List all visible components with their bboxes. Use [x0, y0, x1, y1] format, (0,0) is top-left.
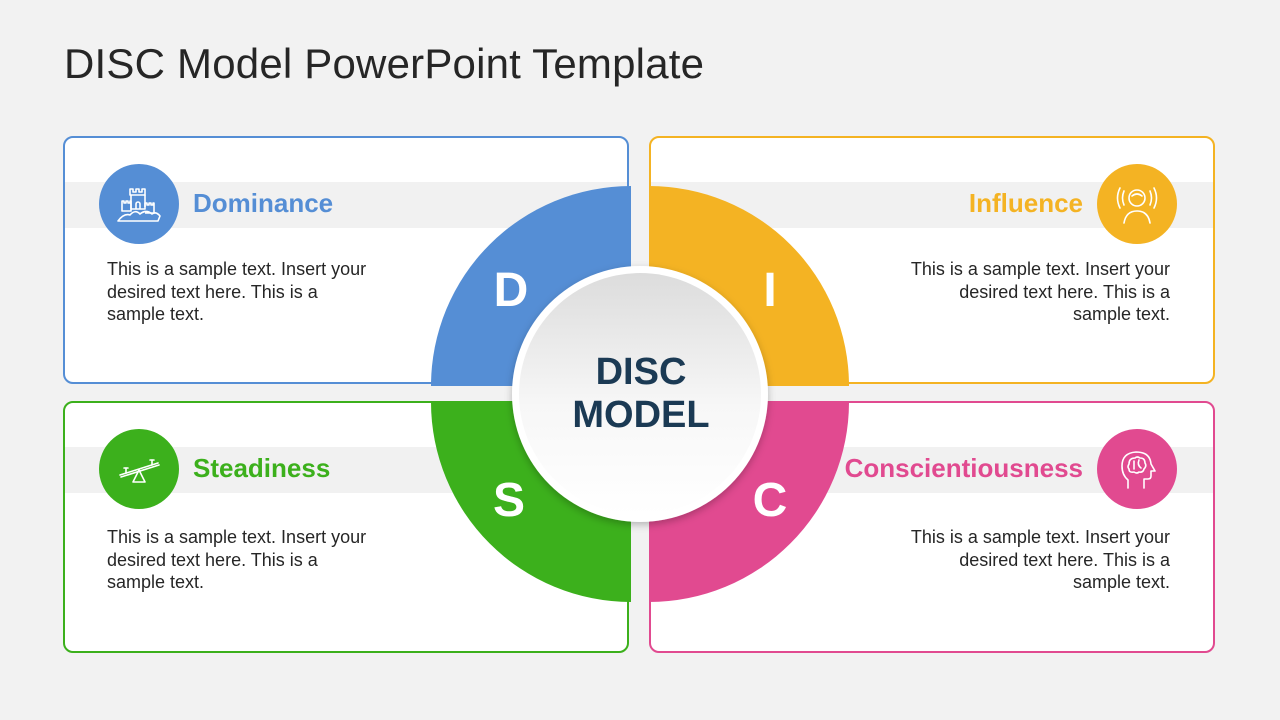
- brain-head-icon: [1121, 451, 1156, 489]
- center-label-line1: DISC: [596, 351, 687, 393]
- steadiness-text: This is a sample text. Insert your desir…: [107, 527, 367, 592]
- letter-d: D: [494, 264, 529, 317]
- dominance-text: This is a sample text. Insert your desir…: [107, 259, 367, 324]
- page-title: DISC Model PowerPoint Template: [64, 40, 705, 87]
- influence-text: This is a sample text. Insert your desir…: [910, 259, 1170, 324]
- conscientiousness-text: This is a sample text. Insert your desir…: [910, 527, 1170, 592]
- speaking-person-icon: [1116, 187, 1158, 224]
- center-circle-inner: [519, 273, 761, 515]
- dominance-heading: Dominance: [193, 188, 334, 218]
- center-label-line2: MODEL: [572, 394, 709, 436]
- influence-heading: Influence: [968, 188, 1083, 218]
- seesaw-icon: [119, 459, 160, 483]
- dominance-icon-circle: [99, 164, 179, 244]
- letter-i: I: [763, 264, 776, 317]
- letter-s: S: [493, 474, 525, 527]
- steadiness-icon-circle: [99, 429, 179, 509]
- castle-icon: [117, 188, 161, 222]
- steadiness-heading: Steadiness: [193, 453, 331, 483]
- conscientiousness-heading: Conscientiousness: [844, 453, 1083, 483]
- influence-icon-circle: [1097, 164, 1177, 244]
- letter-c: C: [753, 474, 788, 527]
- conscientiousness-icon-circle: [1097, 429, 1177, 509]
